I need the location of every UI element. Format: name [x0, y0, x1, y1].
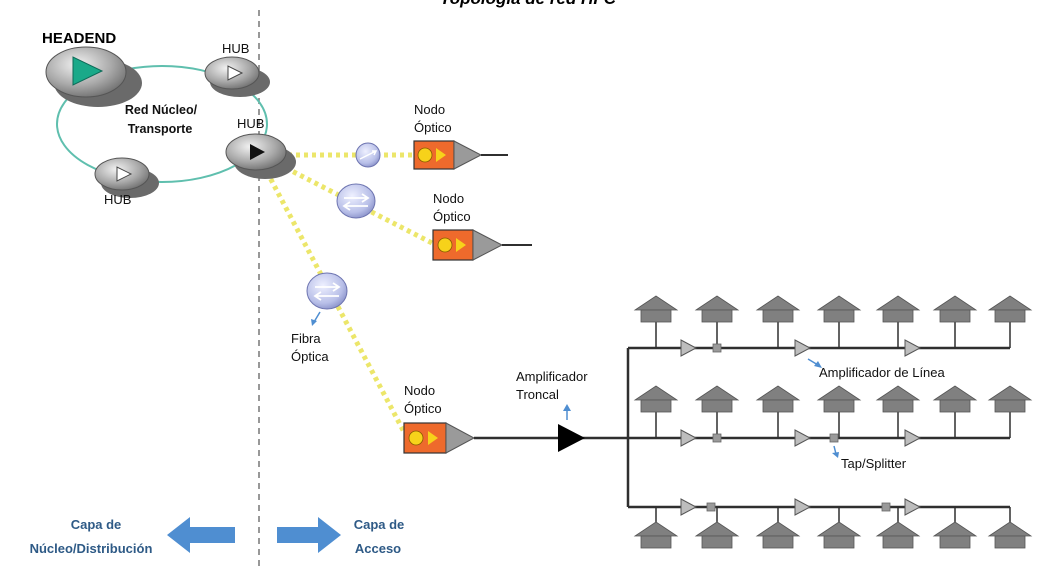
line-amp-label: Amplificador de Línea [819, 365, 946, 380]
line-amplifier-icon [680, 429, 698, 447]
trunk-amp-label-line1: Amplificador [516, 369, 588, 384]
house-icon [932, 295, 978, 323]
optical-node-icon [437, 237, 453, 253]
arrow-left-icon [167, 517, 235, 553]
house-icon [875, 295, 921, 323]
splitter-icon [342, 193, 370, 211]
hub-left-label: HUB [104, 192, 131, 207]
house-icon [755, 521, 801, 549]
tap-icon [712, 433, 722, 443]
house-icon [694, 521, 740, 549]
house-icon [875, 521, 921, 549]
house-icon [633, 385, 679, 413]
house-icon [633, 295, 679, 323]
house-icon [816, 295, 862, 323]
core-layer-label-line2: Núcleo/Distribución [30, 541, 153, 556]
node-3-label-line1: Nodo [404, 383, 435, 398]
house-icon [987, 521, 1033, 549]
tap-icon [881, 502, 891, 512]
tap-splitter-label: Tap/Splitter [841, 456, 907, 471]
line-amp-pointer-icon [814, 361, 822, 368]
line-amplifier-icon [904, 429, 922, 447]
tap-icon [706, 502, 716, 512]
trunk-pointer-icon [563, 404, 571, 411]
hub-left-router [94, 157, 159, 198]
house-icon [987, 295, 1033, 323]
diagram-title: Topología de red HFC [440, 0, 617, 8]
line-amplifier-icon [904, 498, 922, 516]
optical-node-icon [408, 430, 424, 446]
line-amplifier-icon [794, 339, 812, 357]
fiber-pointer-icon [311, 319, 317, 326]
play-triangle-icon [227, 65, 244, 81]
house-icon [816, 521, 862, 549]
play-triangle-icon [116, 166, 133, 182]
node-2-label-line2: Óptico [433, 209, 471, 224]
fiber-splitter-2 [336, 183, 376, 219]
line-amplifier-icon [904, 339, 922, 357]
house-icon [694, 385, 740, 413]
access-layer-label-line1: Capa de [354, 517, 405, 532]
core-network-label-line2: Transporte [128, 122, 193, 136]
house-icon [755, 385, 801, 413]
line-amplifier-icon [680, 498, 698, 516]
fiber-splitter-3 [306, 272, 348, 310]
node-1-label-line1: Nodo [414, 102, 445, 117]
coax-distribution-tree [626, 295, 1033, 549]
access-layer-label-line2: Acceso [355, 541, 401, 556]
optical-node-2 [432, 229, 532, 261]
headend-label: HEADEND [42, 30, 116, 47]
house-icon [987, 385, 1033, 413]
house-icon [875, 385, 921, 413]
line-amplifier-icon [680, 339, 698, 357]
fiber-label-line1: Fibra [291, 331, 321, 346]
house-icon [633, 521, 679, 549]
hub-main-router [225, 133, 296, 179]
house-icon [816, 385, 862, 413]
hub-main-label: HUB [237, 116, 264, 131]
hub-top-router [204, 56, 270, 97]
core-layer-label-line1: Capa de [71, 517, 122, 532]
arrow-right-icon [277, 517, 341, 553]
optical-node-3 [403, 422, 476, 454]
node-1-label-line2: Óptico [414, 120, 452, 135]
headend-router [45, 46, 142, 107]
optical-node-1 [413, 140, 508, 170]
house-icon [694, 295, 740, 323]
tap-icon [829, 433, 839, 443]
tap-icon [712, 343, 722, 353]
core-ring [56, 65, 268, 183]
house-icon [932, 385, 978, 413]
splitter-icon [359, 150, 378, 160]
node-3-label-line2: Óptico [404, 401, 442, 416]
line-amplifier-icon [794, 429, 812, 447]
tap-pointer-icon [832, 452, 839, 458]
play-triangle-icon [72, 56, 104, 86]
fiber-label-line2: Óptica [291, 349, 329, 364]
optical-node-icon [417, 147, 433, 163]
hub-top-label: HUB [222, 41, 249, 56]
house-icon [755, 295, 801, 323]
node-2-label-line1: Nodo [433, 191, 464, 206]
line-amplifier-icon [794, 498, 812, 516]
play-triangle-icon [250, 144, 265, 160]
trunk-amp-label-line2: Troncal [516, 387, 559, 402]
trunk-amplifier-icon [558, 424, 585, 452]
core-network-label-line1: Red Núcleo/ [125, 103, 198, 117]
splitter-icon [313, 282, 341, 301]
house-icon [932, 521, 978, 549]
fiber-splitter-1 [355, 142, 381, 168]
